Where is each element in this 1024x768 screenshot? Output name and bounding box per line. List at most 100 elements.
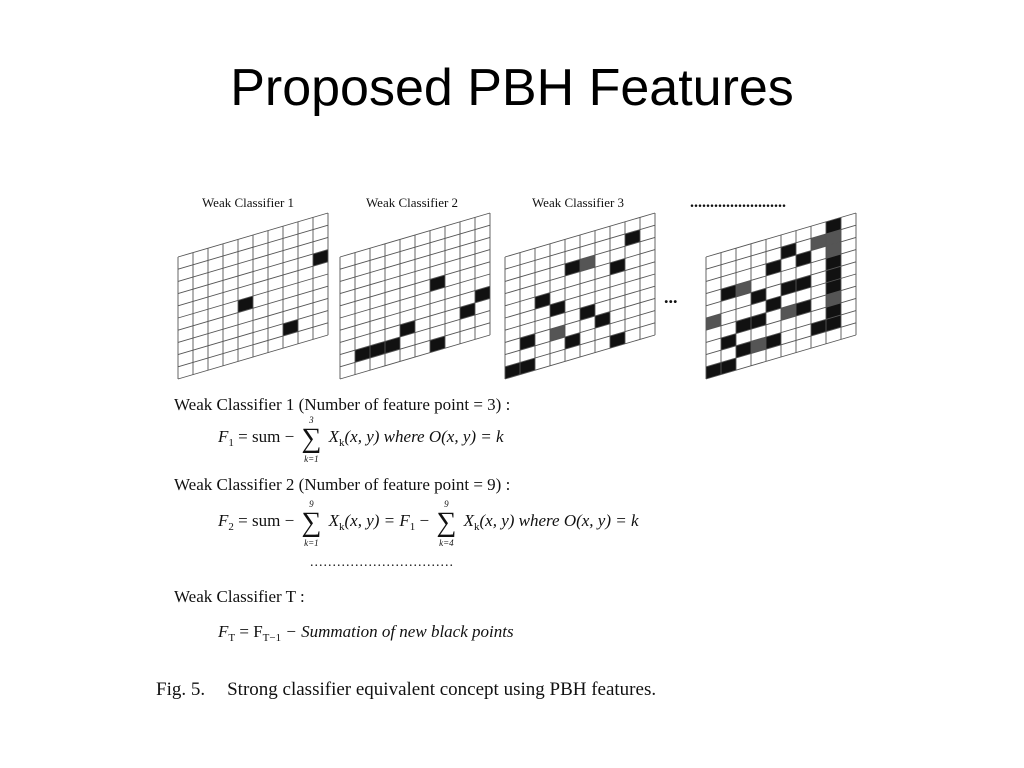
grid-line [504,334,656,380]
feature-cell [766,332,781,350]
feature-cell [751,337,766,354]
feature-cell [313,249,328,267]
classifierT-heading: Weak Classifier T : [174,587,305,606]
feature-cell [751,288,766,305]
feature-cell [625,229,640,247]
feature-cell [811,234,826,251]
grid-line [177,334,329,380]
feature-cell [505,362,520,379]
grid-line [504,322,656,368]
feature-cell [781,279,796,296]
feature-cell [385,337,400,354]
feature-cell [826,254,841,271]
classifier2-heading: Weak Classifier 2 (Number of feature poi… [174,475,511,494]
feature-cell [535,292,550,310]
feature-cell [721,358,736,375]
feature-cell [400,320,415,337]
feature-cell [565,259,580,276]
feature-cell [826,278,841,295]
feature-cell [796,250,811,268]
caption-text: Strong classifier equivalent concept usi… [227,679,657,700]
feature-cell [610,331,625,349]
grid-line [339,310,491,356]
feature-cell [826,217,841,234]
weak-classifier-grids: Weak Classifier 1 Weak Classifier 2 Weak… [177,194,857,380]
feature-cell [721,284,736,302]
panel-label-3: Weak Classifier 3 [532,195,624,210]
grid-line [705,322,857,368]
feature-grid-3 [504,212,656,380]
feature-cell [430,275,445,292]
grid-line [339,285,491,331]
feature-cell [721,333,736,351]
feature-cell [460,302,475,320]
feature-cell [520,333,535,351]
feature-cell [550,324,565,342]
figure-number: Fig. 5. [156,679,206,700]
panel-label-1: Weak Classifier 1 [202,195,294,210]
feature-cell [826,229,841,247]
feature-cell [826,241,841,259]
grid-line [504,285,656,331]
feature-cell [706,362,721,379]
figure-caption: Fig. 5. Strong classifier equivalent conc… [156,679,656,701]
grid-line [705,310,857,356]
feature-cell [283,319,298,336]
grid-line [504,310,656,356]
feature-cell [781,303,796,321]
feature-cell [370,341,385,358]
grid-line [705,285,857,331]
feature-cell [550,300,565,317]
grid-line [504,297,656,343]
grid-line [339,297,491,343]
grid-line [705,334,857,380]
classifierT-formula: FT = FT−1 − Summation of new black point… [218,622,514,644]
feature-cell [238,296,253,313]
feature-cell [580,303,595,321]
feature-grid-4 [705,212,857,380]
grid-line [339,334,491,380]
feature-cell [826,266,841,283]
feature-cell [706,313,721,331]
between-dots: ... [664,287,678,307]
feature-cell [430,336,445,353]
feature-cell [796,299,811,316]
panel-label-2: Weak Classifier 2 [366,195,458,210]
feature-cell [766,259,781,276]
feature-cell [736,317,751,334]
pbh-figure: Weak Classifier 1 Weak Classifier 2 Weak… [150,185,880,710]
feature-cell [781,242,796,260]
feature-cell [826,302,841,320]
feature-cell [610,258,625,275]
middle-dots: ................................ [310,555,454,570]
feature-cell [595,311,610,329]
grid-line [177,322,329,368]
feature-cell [766,296,781,313]
classifier1-heading: Weak Classifier 1 (Number of feature poi… [174,395,511,414]
feature-cell [355,345,370,363]
feature-grid-2 [339,212,491,380]
feature-cell [826,290,841,308]
feature-cell [475,286,490,303]
feature-cell [736,280,751,297]
grid-line [705,297,857,343]
feature-cell [520,358,535,375]
grid-line [177,285,329,331]
feature-cell [751,312,766,330]
grid-line [177,297,329,343]
top-dots: ........................ [690,194,786,211]
grid-line [339,322,491,368]
feature-cell [736,341,751,358]
feature-cell [565,332,580,350]
feature-grid-1 [177,212,329,380]
feature-cell [811,319,826,336]
slide-title: Proposed PBH Features [230,59,794,117]
feature-cell [826,315,841,332]
feature-cell [580,255,595,272]
feature-cell [796,275,811,292]
